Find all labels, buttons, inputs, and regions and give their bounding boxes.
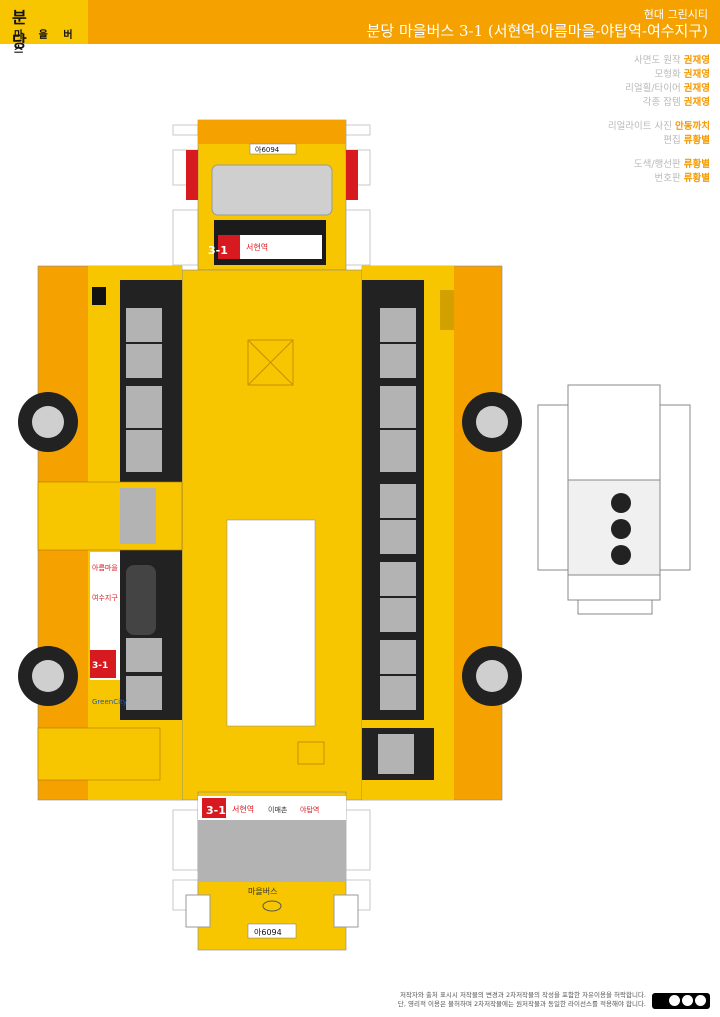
front-destination: 서현역 <box>232 804 254 814</box>
nc-icon <box>682 995 693 1006</box>
front-destination: 야탑역 <box>300 805 319 814</box>
brand-badge: 분 당 마 을 버 스 <box>0 0 88 56</box>
cc-label: cc <box>655 996 664 1004</box>
rear-destination: 서현역 <box>246 242 268 252</box>
by-icon <box>669 995 680 1006</box>
front-plate: 아6094 <box>254 927 282 937</box>
front-side-label: 마을버스 <box>248 886 277 896</box>
title-banner: 현대 그린시티 분당 마을버스 3-1 (서현역-아름마을-야탑역-여수지구) <box>88 0 720 44</box>
front-route-number: 3-1 <box>206 804 226 817</box>
right-side-panel <box>361 265 522 801</box>
roof-panel <box>181 269 363 801</box>
rear-plate: 아6094 <box>255 145 280 154</box>
bus-labels: 3-1 서현역 3-1 서현역 이매촌 야탑역 마을버스 아6094 아6094… <box>92 145 319 937</box>
badge-subtitle: 마 을 버 스 <box>14 30 79 56</box>
sa-icon <box>695 995 706 1006</box>
page-title: 분당 마을버스 3-1 (서현역-아름마을-야탑역-여수지구) <box>366 22 708 40</box>
undercarriage-piece <box>537 384 691 615</box>
badge-title: 분 당 <box>12 8 45 51</box>
left-side-panel <box>18 265 183 801</box>
front-face <box>185 791 359 951</box>
side-destination: 아름마을 <box>92 563 118 572</box>
rear-route-number: 3-1 <box>208 244 228 257</box>
side-route-number: 3-1 <box>92 661 108 671</box>
rear-face <box>186 119 358 271</box>
cc-license-icon: cc <box>652 993 710 1009</box>
side-destination: 여수지구 <box>92 593 118 602</box>
brand-logo: GreenCity <box>92 698 127 706</box>
front-destination: 이매촌 <box>268 805 288 814</box>
license-line: 단, 영리적 이용은 불허하며 2차저작물에는 원저작물과 동일한 라이선스를 … <box>397 1000 646 1008</box>
model-name: 현대 그린시티 <box>643 8 708 21</box>
license-line: 저작자와 출처 표시시 저작물의 변경과 2차저작물의 작성을 포함한 자유이용… <box>399 991 646 999</box>
license-notice: 저작자와 출처 표시시 저작물의 변경과 2차저작물의 작성을 포함한 자유이용… <box>316 991 646 1009</box>
